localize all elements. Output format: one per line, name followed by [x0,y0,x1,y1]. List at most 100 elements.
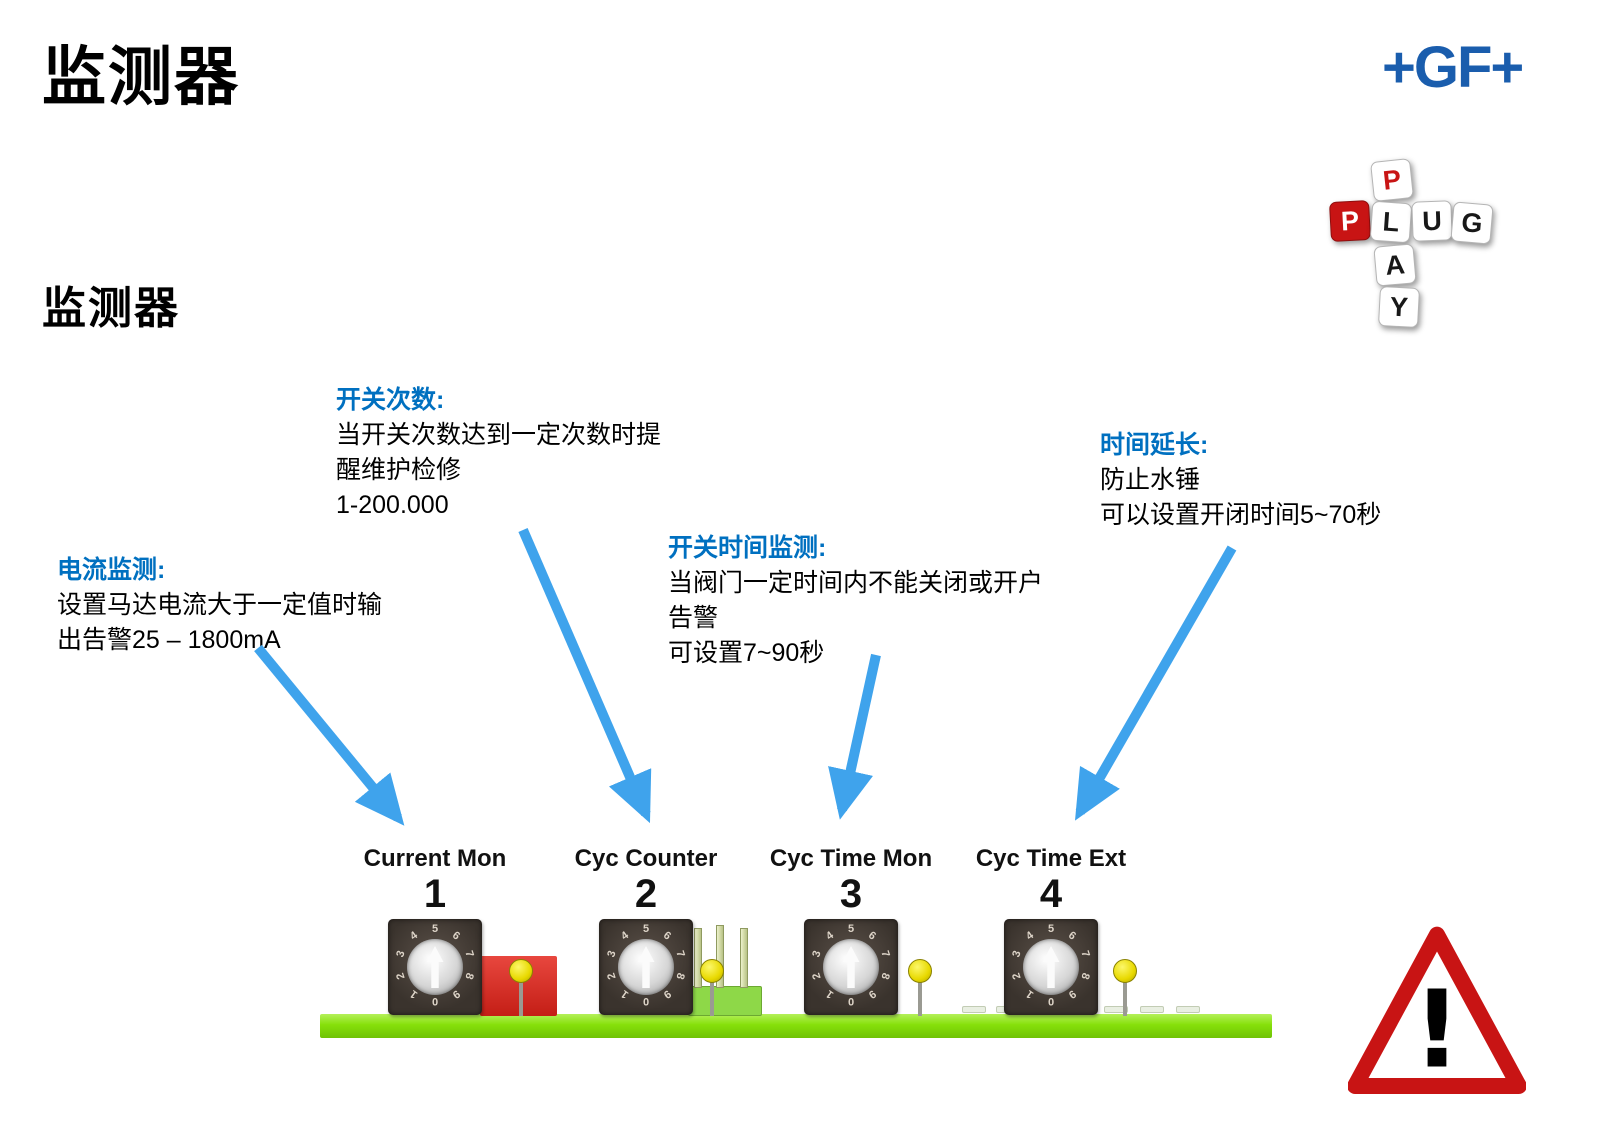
annotation-heading: 电流监测: [57,556,166,584]
dial-digit: 0 [1047,995,1055,1007]
led-stem [519,980,523,1016]
dial-digit: 5 [1047,923,1055,935]
section-title: 监测器 [42,284,180,333]
switch-number: 2 [634,872,658,916]
dial-digit: 7 [462,949,476,959]
annotation-line: 可以设置开闭时间5~70秒 [1100,501,1382,529]
dial-digit: 0 [847,995,855,1007]
dial-digit: 2 [1010,971,1024,981]
die-letter: P [1328,199,1372,243]
annotation-line: 可设置7~90秒 [668,639,825,667]
dial-digit: 3 [605,949,619,959]
dial-pointer-icon [426,946,444,988]
dial-digit: 2 [394,971,408,981]
arrow-to-current-mon [254,644,405,826]
pcb-pad [1104,1006,1128,1013]
green-connector [688,986,762,1016]
die-letter: G [1450,201,1494,245]
die-letter: L [1369,200,1413,244]
die-letter: Y [1377,285,1421,329]
dial-digit: 4 [618,929,631,943]
annotation-cycle-time-monitor: 开关时间监测: 当阀门一定时间内不能关闭或开户 告警 可设置7~90秒 [668,531,1043,671]
dial-digit: 7 [878,949,892,959]
die-letter: P [1370,158,1414,202]
annotation-cycle-time-ext: 时间延长: 防止水锤 可以设置开闭时间5~70秒 [1100,428,1381,533]
annotation-line: 醒维护检修 [336,456,462,484]
dial-pointer-icon [637,946,655,988]
switch-label: Cyc Time Ext [975,845,1127,872]
annotation-current-monitor: 电流监测: 设置马达电流大于一定值时输 出告警25 – 1800mA [57,553,382,658]
dial-digit: 4 [407,929,420,943]
annotation-line: 告警 [668,604,719,632]
dial-digit: 8 [878,971,892,981]
gf-logo: +GF+ [1382,35,1524,100]
dial-digit: 6 [1066,929,1079,943]
pcb-pad [1140,1006,1164,1013]
led-stem [710,980,714,1016]
die-letter: U [1411,200,1453,242]
connector-pin [740,928,748,988]
annotation-line: 设置马达电流大于一定值时输 [57,591,383,619]
switch-label: Cyc Time Mon [769,845,933,872]
dial-digit: 2 [810,971,824,981]
dial-digit: 8 [1078,971,1092,981]
dial-digit: 2 [605,971,619,981]
dial-digit: 3 [810,949,824,959]
dial-digit: 0 [642,995,650,1007]
pcb-pad [1176,1006,1200,1013]
yellow-led [1113,959,1137,983]
dial-digit: 5 [642,923,650,935]
annotation-line: 当阀门一定时间内不能关闭或开户 [668,569,1044,597]
arrow-to-cyc-time-ext [1075,545,1237,821]
annotation-heading: 开关次数: [336,386,445,414]
dial-digit: 8 [673,971,687,981]
die-letter: A [1373,243,1417,287]
connector-pin [716,925,724,988]
warning-triangle: ! [1348,926,1526,1094]
annotation-cycle-counter: 开关次数: 当开关次数达到一定次数时提 醒维护检修 1-200.000 [336,383,661,523]
dial-pointer-icon [1042,946,1060,988]
arrow-to-cyc-counter [518,528,652,824]
dial-digit: 6 [661,929,674,943]
annotation-line: 当开关次数达到一定次数时提 [336,421,662,449]
dial-digit: 3 [394,949,408,959]
yellow-led [908,959,932,983]
dial-digit: 4 [823,929,836,943]
switch-label: Current Mon [363,845,507,872]
page-title: 监测器 [42,42,240,113]
switch-number: 3 [839,872,863,916]
dial-digit: 7 [673,949,687,959]
led-stem [918,980,922,1016]
yellow-led [700,959,724,983]
yellow-led [509,959,533,983]
connector-pin [694,928,702,988]
dial-digit: 6 [866,929,879,943]
dial-digit: 0 [431,995,439,1007]
dial-digit: 3 [1010,949,1024,959]
dial-rotor [618,939,674,995]
switch-label: Cyc Counter [574,845,718,872]
warning-triangle-border [1348,926,1526,1094]
pcb-board [320,1014,1272,1038]
dial-digit: 5 [847,923,855,935]
annotation-line: 出告警25 – 1800mA [57,626,281,654]
dial-digit: 5 [431,923,439,935]
pcb-pad [962,1006,986,1013]
arrow-to-cyc-time-mon [828,653,881,820]
switch-number: 4 [1039,872,1063,916]
led-stem [1123,980,1127,1016]
exclamation-icon: ! [1413,968,1462,1092]
plug-play-graphic: P P L U G A Y [1322,158,1507,340]
dial-digit: 7 [1078,949,1092,959]
switch-number: 1 [423,872,447,916]
dial-rotor [407,939,463,995]
annotation-heading: 时间延长: [1100,431,1209,459]
